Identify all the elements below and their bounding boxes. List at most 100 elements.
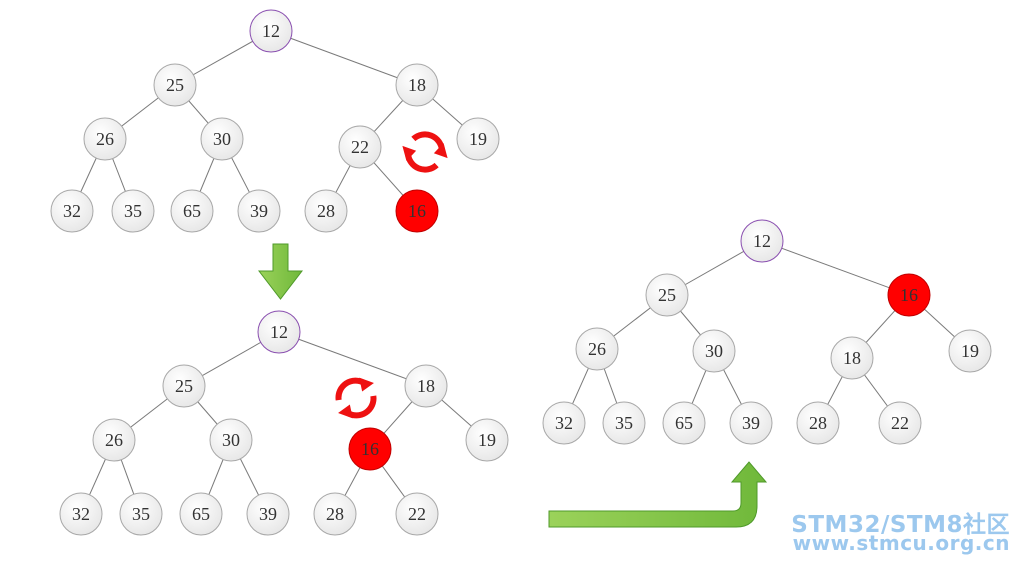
node-label: 22 — [351, 137, 369, 157]
tree-middle: 12 25 18 26 30 16 19 32 35 65 39 28 22 — [59, 310, 509, 536]
node-circle — [395, 63, 439, 107]
node-label: 18 — [417, 376, 435, 396]
node-label: 30 — [222, 430, 240, 450]
node-circle — [338, 125, 382, 169]
watermark-title: STM32/STM8社区 — [791, 512, 1010, 538]
node-circle — [111, 189, 155, 233]
node-label: 12 — [270, 322, 288, 342]
node-label: 65 — [192, 504, 210, 524]
node-circle — [304, 189, 348, 233]
tree-node: 35 — [602, 401, 646, 445]
tree-node: 30 — [200, 117, 244, 161]
bent-arrow-icon — [548, 461, 768, 528]
node-label: 16 — [361, 439, 379, 459]
node-circle — [662, 401, 706, 445]
node-circle — [179, 492, 223, 536]
node-circle — [313, 492, 357, 536]
node-label: 65 — [183, 201, 201, 221]
node-label: 28 — [317, 201, 335, 221]
tree-node: 25 — [153, 63, 197, 107]
node-label: 35 — [124, 201, 142, 221]
node-label: 22 — [408, 504, 426, 524]
node-circle — [348, 427, 392, 471]
node-circle — [575, 327, 619, 371]
node-circle — [740, 219, 784, 263]
node-circle — [602, 401, 646, 445]
node-circle — [237, 189, 281, 233]
tree-node: 19 — [456, 117, 500, 161]
node-circle — [257, 310, 301, 354]
swap-arrows-icon — [402, 131, 448, 173]
node-circle — [692, 329, 736, 373]
tree-edge — [278, 331, 427, 387]
tree-node: 32 — [59, 492, 103, 536]
node-label: 30 — [213, 129, 231, 149]
tree-node: 65 — [170, 189, 214, 233]
tree-before: 12 25 18 26 30 22 19 32 35 65 39 28 16 — [50, 9, 500, 233]
node-circle — [119, 492, 163, 536]
node-circle — [153, 63, 197, 107]
node-label: 16 — [408, 201, 426, 221]
node-label: 26 — [96, 129, 114, 149]
node-circle — [170, 189, 214, 233]
tree-node-highlighted: 16 — [348, 427, 392, 471]
tree-node: 28 — [796, 401, 840, 445]
tree-node: 19 — [465, 418, 509, 462]
node-circle — [92, 418, 136, 462]
node-label: 16 — [900, 285, 918, 305]
tree-node: 25 — [162, 364, 206, 408]
node-circle — [200, 117, 244, 161]
node-circle — [209, 418, 253, 462]
tree-node: 39 — [246, 492, 290, 536]
tree-node: 35 — [111, 189, 155, 233]
node-circle — [162, 364, 206, 408]
node-label: 26 — [588, 339, 606, 359]
node-circle — [395, 189, 439, 233]
node-circle — [404, 364, 448, 408]
tree-node: 22 — [338, 125, 382, 169]
node-label: 22 — [891, 413, 909, 433]
tree-node: 32 — [50, 189, 94, 233]
node-circle — [59, 492, 103, 536]
tree-node: 65 — [662, 401, 706, 445]
node-circle — [729, 401, 773, 445]
node-circle — [830, 336, 874, 380]
node-circle — [83, 117, 127, 161]
node-label: 35 — [615, 413, 633, 433]
node-label: 19 — [961, 341, 979, 361]
tree-node-highlighted: 16 — [395, 189, 439, 233]
tree-node: 28 — [313, 492, 357, 536]
tree-node: 22 — [395, 492, 439, 536]
tree-node: 26 — [92, 418, 136, 462]
node-label: 25 — [175, 376, 193, 396]
node-label: 12 — [753, 231, 771, 251]
tree-node: 35 — [119, 492, 163, 536]
tree-node: 25 — [645, 273, 689, 317]
node-circle — [465, 418, 509, 462]
tree-node: 65 — [179, 492, 223, 536]
node-label: 18 — [408, 75, 426, 95]
tree-edge — [761, 240, 910, 296]
tree-node: 39 — [237, 189, 281, 233]
node-label: 26 — [105, 430, 123, 450]
tree-node: 18 — [830, 336, 874, 380]
node-label: 32 — [72, 504, 90, 524]
node-label: 18 — [843, 348, 861, 368]
tree-edge — [270, 30, 418, 86]
tree-node-root: 12 — [249, 9, 293, 53]
tree-node-highlighted: 16 — [887, 273, 931, 317]
node-circle — [645, 273, 689, 317]
tree-node: 19 — [948, 329, 992, 373]
node-label: 32 — [63, 201, 81, 221]
node-label: 39 — [742, 413, 760, 433]
node-circle — [796, 401, 840, 445]
tree-node: 26 — [575, 327, 619, 371]
tree-node-root: 12 — [257, 310, 301, 354]
node-label: 19 — [478, 430, 496, 450]
node-label: 25 — [658, 285, 676, 305]
node-label: 65 — [675, 413, 693, 433]
tree-node: 30 — [209, 418, 253, 462]
tree-node: 18 — [404, 364, 448, 408]
tree-node: 30 — [692, 329, 736, 373]
